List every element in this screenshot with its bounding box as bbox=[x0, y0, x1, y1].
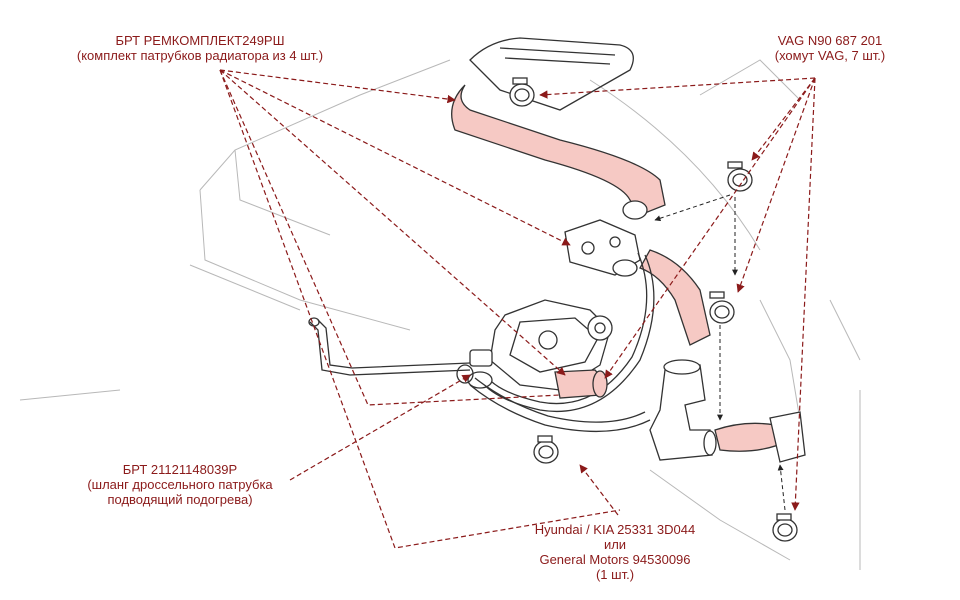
label-radiator-hose-kit: БРТ РЕМКОМПЛЕКТ249РШ (комплект патрубков… bbox=[30, 33, 370, 63]
thermostat-housing bbox=[564, 219, 641, 277]
label-hyundai-kia-part: Hyundai / KIA 25331 3D044 или General Mo… bbox=[495, 522, 735, 582]
label-vag-clamps: VAG N90 687 201 (хомут VAG, 7 шт.) bbox=[740, 33, 920, 63]
hose-clamp-4 bbox=[533, 435, 559, 464]
throttle-outlet-hose bbox=[554, 369, 608, 399]
label-vag-clamps-line2: (хомут VAG, 7 шт.) bbox=[774, 48, 886, 63]
radiator-top-outline bbox=[469, 37, 634, 111]
leader-lines bbox=[219, 69, 816, 549]
label-hyundai-kia-part-line3: General Motors 94530096 bbox=[539, 552, 691, 567]
engine-background-outline bbox=[19, 59, 861, 570]
throttle-body-assembly bbox=[467, 299, 613, 391]
label-vag-clamps-line1: VAG N90 687 201 bbox=[777, 33, 883, 48]
label-throttle-hose-line2: (шланг дроссельного патрубка bbox=[87, 477, 273, 492]
label-throttle-hose-line1: БРТ 21121148039Р bbox=[122, 462, 238, 477]
label-throttle-hose: БРТ 21121148039Р (шланг дроссельного пат… bbox=[40, 462, 320, 507]
hose-clamp-2 bbox=[727, 161, 753, 192]
t-fitting-pipe bbox=[649, 359, 717, 461]
placement-arrows bbox=[654, 194, 786, 511]
label-radiator-hose-kit-line1: БРТ РЕМКОМПЛЕКТ249РШ bbox=[115, 33, 285, 48]
label-hyundai-kia-part-line1: Hyundai / KIA 25331 3D044 bbox=[534, 522, 696, 537]
hose-clamp-3 bbox=[709, 291, 735, 324]
lower-radiator-hose bbox=[639, 249, 711, 346]
label-radiator-hose-kit-line2: (комплект патрубков радиатора из 4 шт.) bbox=[76, 48, 324, 63]
upper-radiator-hose bbox=[451, 84, 666, 220]
label-hyundai-kia-part-line4: (1 шт.) bbox=[595, 567, 635, 582]
label-throttle-hose-line3: подводящий подогрева) bbox=[107, 492, 253, 507]
hose-clamp-5 bbox=[772, 513, 798, 542]
heater-return-pipe bbox=[469, 377, 651, 433]
hose-clamp-1 bbox=[509, 77, 535, 107]
radiator-outlet-hose bbox=[714, 411, 806, 463]
label-hyundai-kia-part-line2: или bbox=[603, 537, 627, 552]
